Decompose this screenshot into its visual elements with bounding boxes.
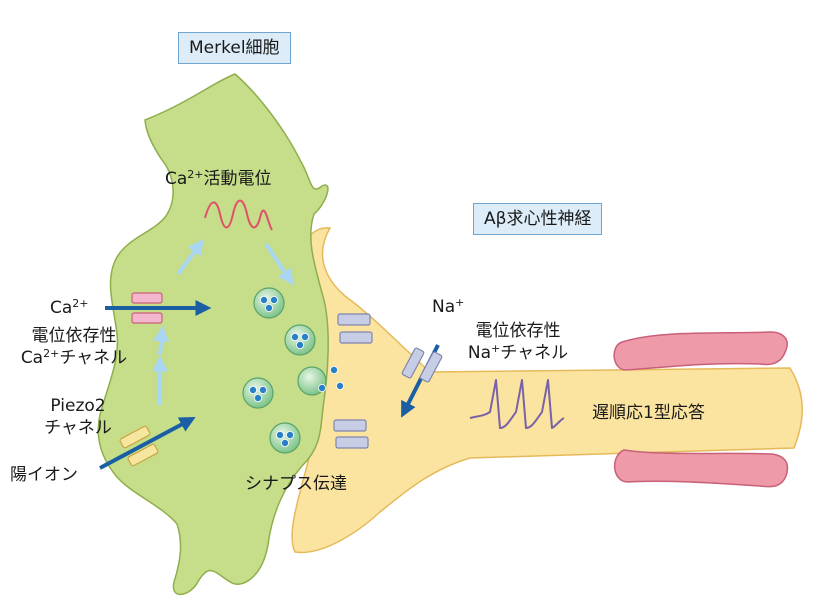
vesicle-2 — [284, 324, 316, 356]
piezo2-channel-bottom — [127, 443, 159, 467]
merkel-cell-label: Merkel細胞 — [178, 32, 291, 64]
released-transmitter-1 — [329, 365, 338, 374]
arrow-ca-to-potential — [176, 238, 204, 276]
ca-channel-top — [131, 292, 163, 304]
ca-channel-label: 電位依存性 Ca2+チャネル — [20, 326, 128, 368]
ca-action-potential-label: Ca2+活動電位 — [165, 168, 272, 189]
arrow-cation-influx — [99, 416, 196, 470]
synaptic-receptor-2 — [339, 331, 373, 344]
synaptic-receptor-1 — [337, 313, 371, 326]
na-channel-right — [419, 351, 443, 383]
arrow-piezo-to-ca-channel-upper — [153, 325, 170, 356]
ca-ion-label: Ca2+ — [50, 297, 89, 318]
na-channel-left — [401, 347, 425, 379]
arrow-potential-to-vesicles — [264, 242, 294, 286]
released-transmitter-3 — [317, 383, 326, 392]
myelin-sheath-bottom — [614, 449, 789, 488]
na-ion-label: Na+ — [432, 296, 465, 317]
merkel-cell-body — [97, 73, 329, 596]
myelin-sheath-top — [613, 331, 788, 371]
vesicle-1 — [253, 287, 285, 319]
ca-channel-bottom — [131, 312, 163, 324]
vesicle-3 — [242, 377, 274, 409]
vesicle-4 — [269, 422, 301, 454]
na-channel-label: 電位依存性 Na+チャネル — [467, 321, 569, 363]
synaptic-receptor-3 — [333, 419, 367, 432]
ca-action-potential-wave — [204, 199, 273, 231]
piezo2-label: Piezo2 チャネル — [44, 396, 112, 438]
slow-adapting-label: 遅順応1型応答 — [592, 403, 705, 423]
abeta-nerve-label: Aβ求心性神経 — [473, 203, 603, 235]
cation-label: 陽イオン — [10, 465, 78, 485]
spike-train-wave — [469, 379, 565, 429]
synaptic-receptor-4 — [335, 436, 369, 449]
released-transmitter-2 — [335, 381, 344, 390]
piezo2-channel-top — [119, 425, 151, 449]
synapse-label: シナプス伝達 — [245, 474, 347, 494]
